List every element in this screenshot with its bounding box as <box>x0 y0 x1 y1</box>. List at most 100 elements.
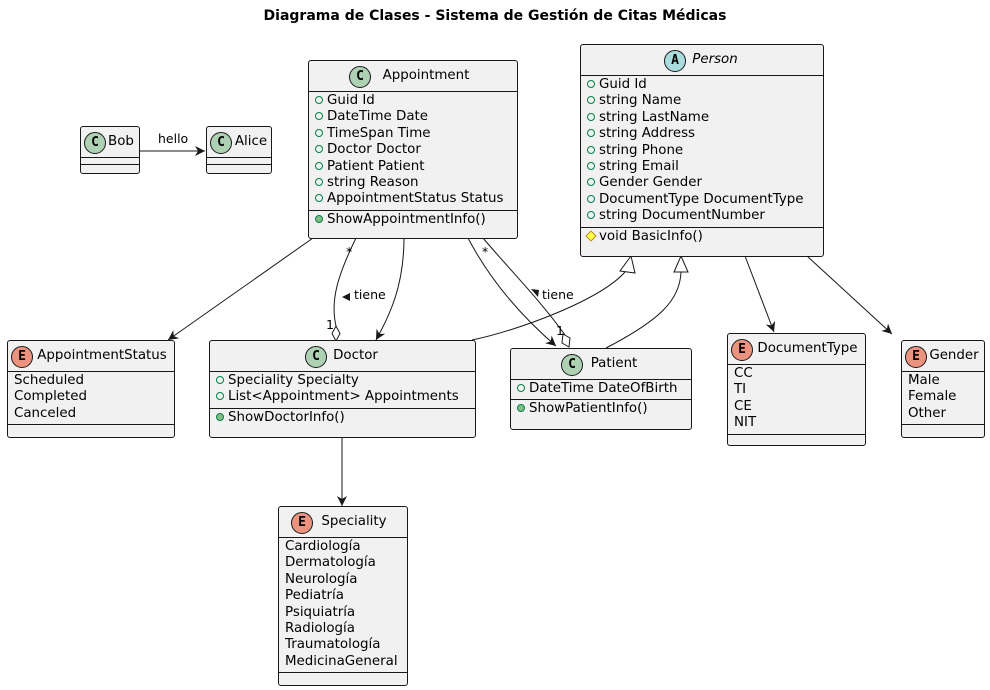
public-icon <box>315 194 323 203</box>
field-row: string Phone <box>581 143 823 159</box>
enum-value: NIT <box>734 415 757 431</box>
protected-icon <box>585 229 597 242</box>
field-row: Guid Id <box>309 93 517 109</box>
public-method-icon <box>315 214 323 223</box>
tiene-arrow-doctor <box>342 293 350 301</box>
edge-appointment-doctor-nav <box>375 237 405 341</box>
public-icon <box>587 80 595 88</box>
method-row: ShowDoctorInfo() <box>210 410 475 426</box>
public-icon <box>315 161 323 170</box>
enum-value: Pediatría <box>285 588 344 604</box>
enum-icon: E <box>905 346 927 368</box>
aggregation-diamond-doctor <box>331 324 341 343</box>
field-row: Doctor Doctor <box>309 142 517 158</box>
edge-label-doctor-tiene: tiene <box>354 287 386 302</box>
class-icon: C <box>349 66 371 88</box>
edge-appointment-patient-nav <box>467 237 557 347</box>
class-name: Doctor <box>333 348 378 363</box>
edge-appointment-doctor-aggregation <box>333 237 357 327</box>
enum-value: CE <box>734 398 752 414</box>
edge-appointment-status <box>167 237 314 341</box>
enum-value: Other <box>908 405 947 421</box>
tiene-arrow-patient <box>531 289 539 297</box>
edge-person-documenttype <box>744 255 776 333</box>
field-row: string Email <box>581 159 823 175</box>
multiplicity-doctor: 1 <box>326 317 334 332</box>
enum-value: Cardiología <box>285 539 361 554</box>
diagram-title: Diagrama de Clases - Sistema de Gestión … <box>263 8 727 24</box>
public-icon <box>587 145 595 154</box>
public-icon <box>587 178 595 187</box>
public-icon <box>315 112 323 121</box>
field-row: string Name <box>581 93 823 109</box>
public-icon <box>587 96 595 105</box>
public-icon <box>315 145 323 154</box>
enum-value: Neurología <box>285 571 358 587</box>
field-row: List<Appointment> Appointments <box>210 389 475 405</box>
public-icon <box>587 129 595 138</box>
field-row: Guid Id <box>581 77 823 93</box>
field-row: Gender Gender <box>581 175 823 191</box>
enum-name: AppointmentStatus <box>37 348 167 363</box>
generalization-triangle-doctor <box>619 254 636 274</box>
enum-name: DocumentType <box>757 341 858 356</box>
class-name: Patient <box>590 356 638 371</box>
aggregation-diamond-patient <box>561 333 571 348</box>
edge-patient-person-generalization <box>605 271 682 349</box>
class-name: Person <box>692 52 738 67</box>
generalization-triangle-patient <box>673 254 689 273</box>
enum-value: Traumatología <box>285 637 381 653</box>
public-icon <box>587 161 595 170</box>
public-icon <box>587 194 595 203</box>
multiplicity-doctor-appointment: * <box>346 244 353 259</box>
public-icon <box>315 177 323 186</box>
class-icon: C <box>210 132 232 154</box>
class-appointment: C Appointment Guid Id DateTime Date TimeS… <box>308 60 518 239</box>
public-icon <box>315 96 323 104</box>
field-row: TimeSpan Time <box>309 126 517 142</box>
edge-label-patient-tiene: tiene <box>542 287 574 302</box>
public-method-icon <box>216 412 224 421</box>
field-row: string Reason <box>309 175 517 191</box>
enum-speciality: E Speciality Cardiología Dermatología Neu… <box>278 506 408 686</box>
public-icon <box>587 211 595 220</box>
class-icon: C <box>561 354 583 376</box>
public-method-icon <box>517 404 525 413</box>
field-row: Speciality Specialty <box>210 373 475 389</box>
field-row: DateTime Date <box>309 109 517 125</box>
public-icon <box>216 392 224 401</box>
enum-value: MedicinaGeneral <box>285 653 398 669</box>
enum-value: Psiquiatría <box>285 604 356 620</box>
enum-value: Dermatología <box>285 555 376 571</box>
field-row: AppointmentStatus Status <box>309 191 517 207</box>
method-row: ShowAppointmentInfo() <box>309 212 517 228</box>
multiplicity-patient-appointment: * <box>482 244 489 259</box>
enum-icon: E <box>731 339 753 361</box>
field-row: string DocumentNumber <box>581 208 823 224</box>
enum-name: Gender <box>929 348 979 363</box>
class-name: Bob <box>108 134 134 149</box>
class-name: Appointment <box>382 68 470 83</box>
enum-value: Radiología <box>285 620 355 636</box>
public-icon <box>315 128 323 137</box>
public-icon <box>587 112 595 121</box>
enum-icon: E <box>11 346 33 368</box>
class-icon: C <box>305 346 327 368</box>
class-doctor: C Doctor Speciality Specialty List<Appoin… <box>209 340 476 438</box>
class-icon: C <box>84 132 106 154</box>
method-row: void BasicInfo() <box>581 229 823 245</box>
multiplicity-patient: 1 <box>556 323 564 338</box>
enum-icon: E <box>291 512 313 534</box>
class-name: Alice <box>234 134 268 149</box>
enum-value: TI <box>734 382 747 398</box>
enum-value: Canceled <box>14 405 77 421</box>
enum-value: Completed <box>14 389 88 405</box>
enum-name: Speciality <box>321 514 387 529</box>
